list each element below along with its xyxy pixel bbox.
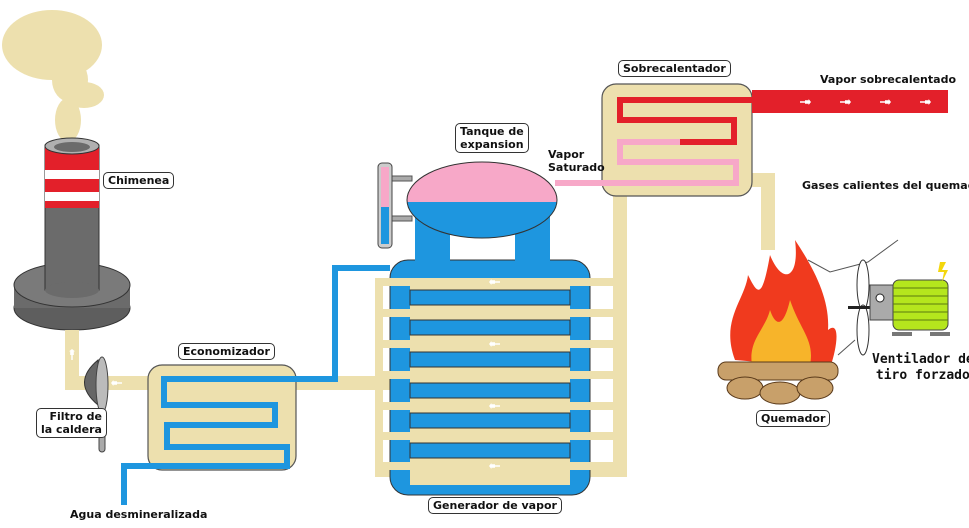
- filter-label-line2: la caldera: [41, 423, 102, 436]
- saturated-steam-label-line2: Saturado: [548, 161, 605, 174]
- superheater-label: Sobrecalentador: [618, 60, 731, 77]
- economizer-label: Economizador: [178, 343, 275, 360]
- filter-label-line1: Filtro de: [49, 410, 102, 423]
- fan-label: Ventilador de tiro forzado: [872, 352, 969, 384]
- expansion-tank: [377, 161, 558, 265]
- fan-label-line1: Ventilador de: [872, 352, 969, 367]
- saturated-steam-label: Vapor Saturado: [548, 148, 605, 174]
- chimney: [13, 137, 131, 331]
- burner-fire: [717, 240, 839, 405]
- steam-generator: [375, 259, 620, 496]
- fan-label-line2: tiro forzado: [875, 368, 969, 383]
- hot-gases-label: Gases calientes del quemador: [802, 179, 969, 192]
- saturated-steam-label-line1: Vapor: [548, 148, 585, 161]
- expansion-tank-label-line1: Tanque de: [460, 125, 524, 138]
- flow-arrows: [69, 99, 931, 469]
- forced-draft-fan: [807, 239, 950, 356]
- steam-generator-label: Generador de vapor: [428, 497, 562, 514]
- expansion-tank-label: Tanque de expansion: [455, 123, 529, 153]
- chimney-label: Chimenea: [103, 172, 175, 189]
- filter-label: Filtro de la caldera: [36, 408, 107, 438]
- smoke-plume: [2, 10, 104, 142]
- economizer: [121, 265, 390, 505]
- superheated-steam-label: Vapor sobrecalentado: [820, 73, 957, 86]
- burner-label: Quemador: [756, 410, 831, 427]
- expansion-tank-label-line2: expansion: [460, 138, 524, 151]
- water-inlet-label: Agua desmineralizada: [70, 508, 208, 521]
